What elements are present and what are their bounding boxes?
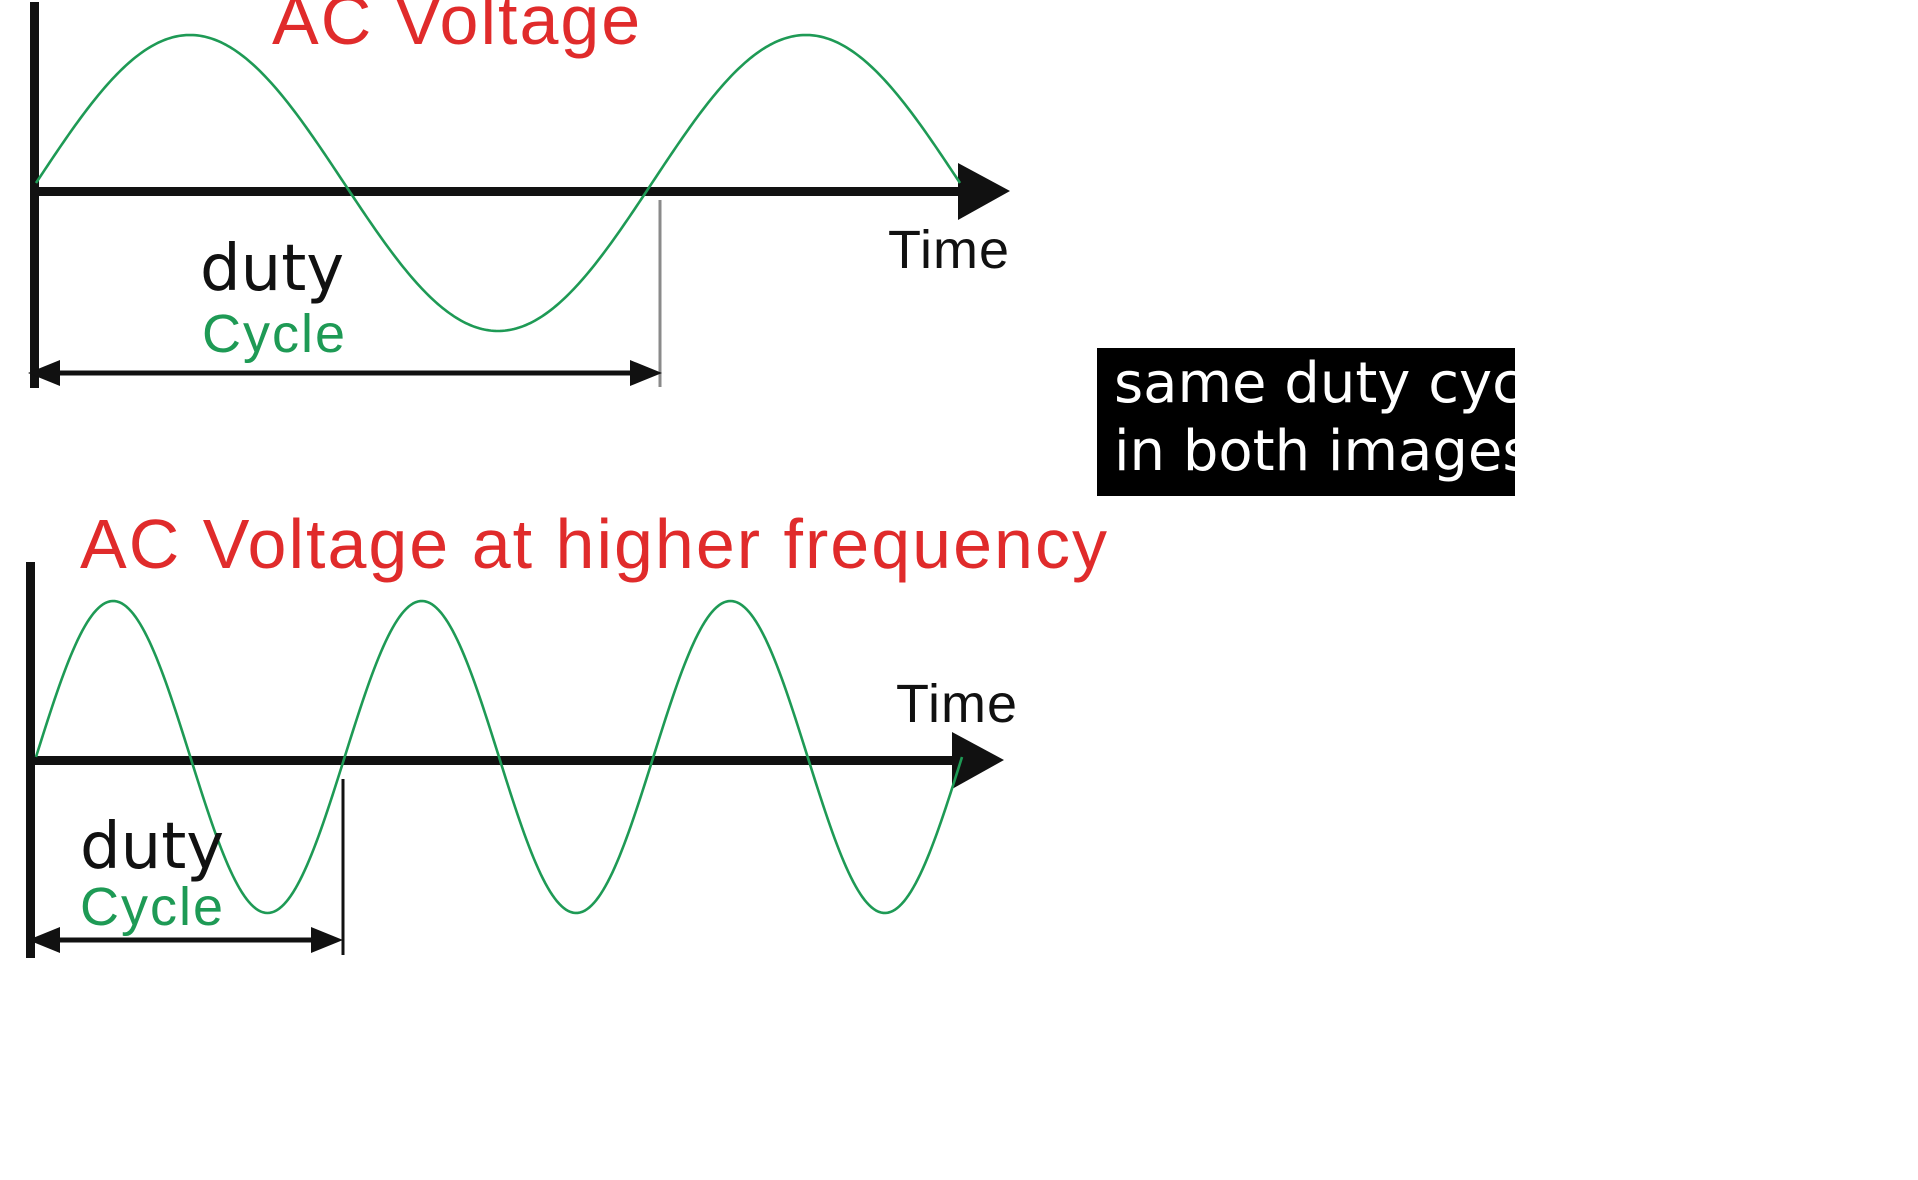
double-arrow-icon bbox=[28, 927, 343, 953]
sine-wave bbox=[34, 599, 964, 915]
voltage-axis bbox=[26, 562, 35, 958]
note-box: same duty cycle in both images bbox=[1097, 348, 1573, 496]
note-line-1: same duty cycle bbox=[1114, 351, 1573, 416]
arrow-right-icon bbox=[958, 163, 1010, 220]
diagram-high-frequency: AC Voltage at higher frequency Time duty… bbox=[26, 505, 1109, 958]
diagram-low-frequency: AC Voltage Time duty Cycle bbox=[28, 0, 1010, 388]
cycle-label: Cycle bbox=[80, 877, 225, 937]
arrow-right-icon bbox=[952, 732, 1004, 789]
note-line-2: in both images bbox=[1114, 419, 1532, 484]
duty-label: duty bbox=[80, 810, 224, 884]
double-arrow-icon bbox=[28, 360, 662, 386]
note-background bbox=[1097, 348, 1515, 496]
diagram-title: AC Voltage bbox=[272, 0, 642, 59]
duty-label: duty bbox=[200, 232, 344, 306]
time-axis bbox=[32, 187, 962, 196]
time-axis-label: Time bbox=[888, 220, 1010, 280]
sine-wave bbox=[34, 33, 962, 333]
time-axis-label: Time bbox=[896, 674, 1018, 734]
diagram-title: AC Voltage at higher frequency bbox=[80, 505, 1109, 583]
time-axis bbox=[32, 756, 962, 765]
cycle-label: Cycle bbox=[202, 304, 347, 364]
